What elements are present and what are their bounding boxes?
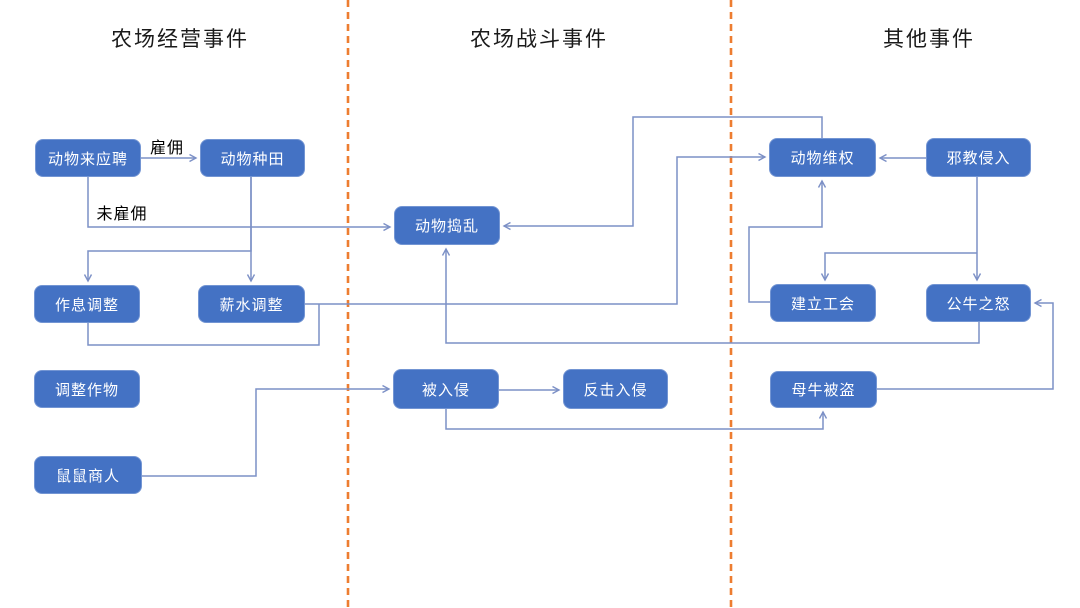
node-salary-adjust: 薪水调整	[198, 285, 305, 323]
node-cow-stolen: 母牛被盗	[770, 371, 877, 408]
node-crop-adjust: 调整作物	[34, 370, 140, 408]
node-animal-apply: 动物来应聘	[35, 139, 141, 177]
column-header-farm-battle: 农场战斗事件	[470, 28, 608, 51]
edge-label-animal-apply-to-animal-mischief: 未雇佣	[96, 206, 148, 223]
column-header-farm-management: 农场经营事件	[111, 28, 249, 51]
node-counter-attack: 反击入侵	[563, 369, 668, 409]
node-bull-wrath: 公牛之怒	[926, 284, 1031, 322]
node-cult-invasion: 邪教侵入	[926, 138, 1031, 177]
node-animal-farming: 动物种田	[200, 139, 305, 177]
column-header-other-events: 其他事件	[883, 28, 975, 51]
node-animal-mischief: 动物捣乱	[394, 206, 500, 245]
node-animal-rights: 动物维权	[769, 138, 876, 177]
node-mouse-merchant: 鼠鼠商人	[34, 456, 142, 494]
edge-label-animal-apply-to-animal-farming: 雇佣	[149, 140, 185, 157]
node-invaded: 被入侵	[393, 369, 499, 409]
node-schedule-adjust: 作息调整	[34, 285, 140, 323]
node-build-union: 建立工会	[770, 284, 876, 322]
